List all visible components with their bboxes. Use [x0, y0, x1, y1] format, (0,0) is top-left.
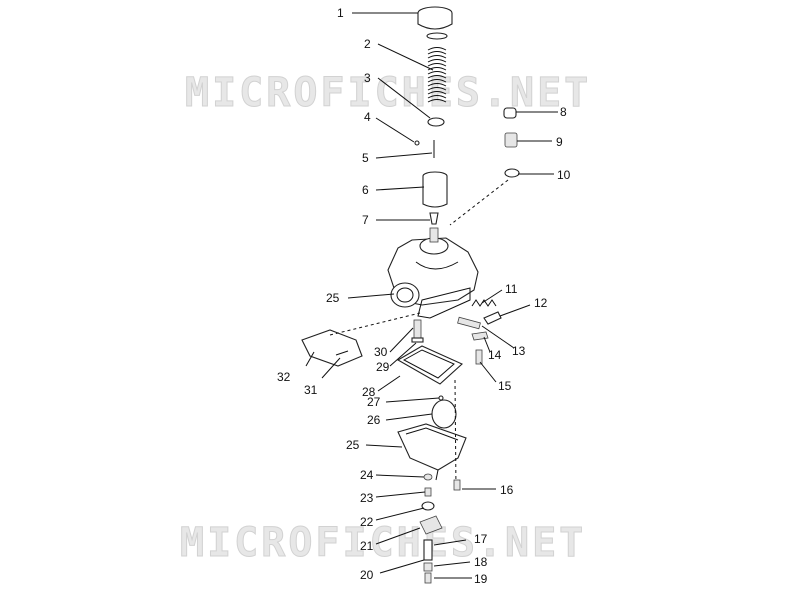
label-22: 22 [360, 515, 374, 529]
part-spring [426, 32, 448, 103]
label-10: 10 [557, 168, 571, 182]
part-gasket-plate [301, 329, 363, 367]
cable-guide-line [449, 179, 509, 226]
part-cable-boot [504, 168, 520, 178]
part-pilot-screw [457, 316, 481, 330]
leader-lines [305, 12, 558, 579]
part-cap [417, 6, 453, 30]
label-26: 26 [367, 413, 381, 427]
part-screws-pair [411, 319, 424, 343]
label-12: 12 [534, 296, 548, 310]
label-17: 17 [474, 532, 488, 546]
label-28: 28 [362, 385, 376, 399]
label-29: 29 [376, 360, 390, 374]
label-9: 9 [556, 135, 563, 149]
part-pilot-jet [423, 562, 433, 572]
bowl-guide-line [454, 379, 457, 491]
label-2: 2 [364, 37, 371, 51]
label-25-body: 25 [326, 291, 340, 305]
part-needle-jet-holder [419, 515, 443, 535]
part-washer [423, 473, 433, 481]
part-bowl-screw [424, 572, 432, 584]
part-throttle-valve [422, 171, 448, 208]
part-pilot-screw-spring [471, 299, 497, 307]
part-float-pin [438, 395, 444, 401]
part-drain-screw [453, 479, 461, 491]
label-32: 32 [277, 370, 291, 384]
label-6: 6 [362, 183, 369, 197]
watermark-top: MICROFICHES.NET [185, 70, 591, 116]
part-float-bowl-gasket [396, 345, 463, 385]
plate-guide-line [329, 312, 421, 336]
label-1: 1 [337, 6, 344, 20]
label-15: 15 [498, 379, 512, 393]
label-23: 23 [360, 491, 374, 505]
part-adjuster-nut [504, 132, 518, 148]
part-float [431, 399, 457, 429]
label-25-bowl: 25 [346, 438, 360, 452]
part-retainer-plate [427, 117, 445, 127]
label-13: 13 [512, 344, 526, 358]
part-needle-tip [429, 212, 439, 225]
label-18: 18 [474, 555, 488, 569]
part-main-jet [424, 487, 432, 497]
label-19: 19 [474, 572, 488, 586]
label-31: 31 [304, 383, 318, 397]
part-oring-small [471, 331, 489, 341]
label-3: 3 [364, 71, 371, 85]
label-4: 4 [364, 110, 371, 124]
label-14: 14 [488, 348, 502, 362]
label-24: 24 [360, 468, 374, 482]
label-11: 11 [505, 282, 518, 296]
watermark-bottom: MICROFICHES.NET [180, 520, 586, 566]
part-needle-jet [423, 539, 433, 561]
label-7: 7 [362, 213, 369, 227]
part-jet-washer [421, 501, 435, 511]
part-jet-holder [475, 349, 483, 365]
label-20: 20 [360, 568, 374, 582]
label-16: 16 [500, 483, 514, 497]
label-21: 21 [360, 539, 374, 553]
label-27: 27 [367, 395, 381, 409]
part-carburetor-body [387, 227, 479, 319]
part-clip [414, 140, 420, 146]
label-30: 30 [374, 345, 388, 359]
part-cable-adjuster [503, 107, 517, 119]
label-8: 8 [560, 105, 567, 119]
part-idle-screw [483, 311, 502, 325]
label-5: 5 [362, 151, 369, 165]
part-float-bowl [397, 423, 467, 481]
